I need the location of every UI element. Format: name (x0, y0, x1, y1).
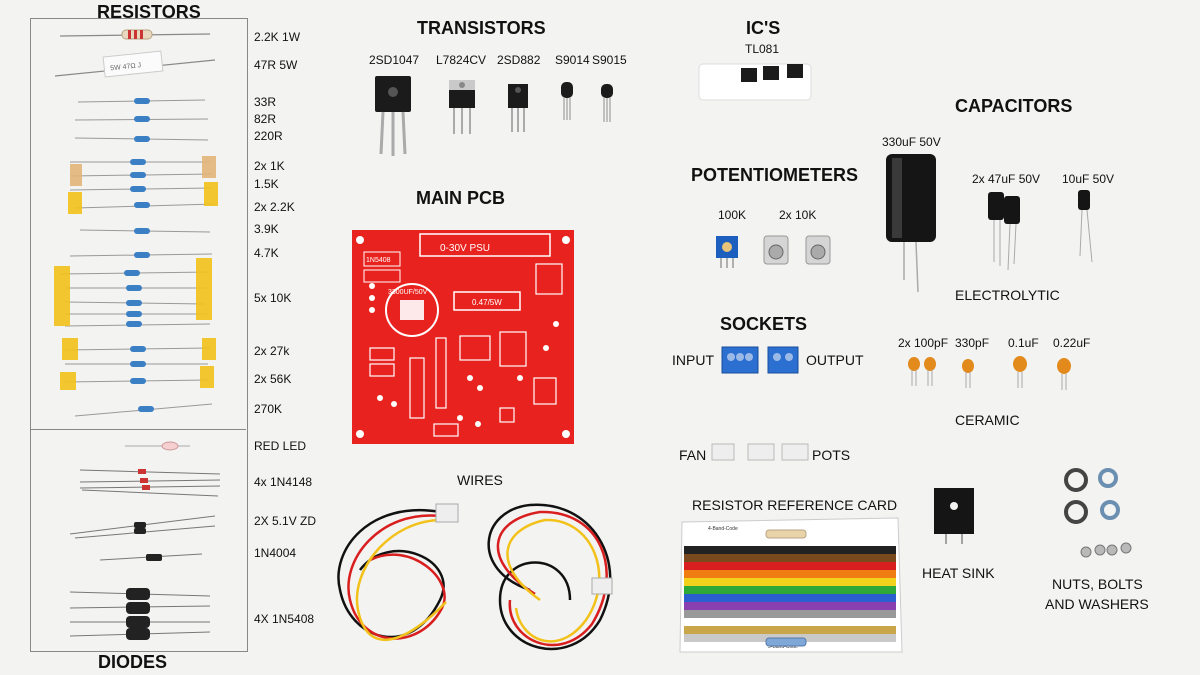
label-l7824cv: L7824CV (436, 53, 487, 67)
svg-text:4-Band-Code: 4-Band-Code (708, 526, 738, 532)
diodes-heading: DIODES (98, 652, 168, 672)
label-input: INPUT (672, 352, 714, 368)
label-fan: FAN (679, 447, 707, 463)
label-2x-2-2k: 2x 2.2K (254, 200, 295, 214)
ceramic-caption: CERAMIC (955, 412, 1020, 428)
label-output: OUTPUT (806, 352, 864, 368)
label-2-2k-1w: 2.2K 1W (254, 30, 301, 44)
label-270k: 270K (254, 402, 283, 416)
nuts-label-line2: AND WASHERS (1045, 596, 1149, 612)
label-zener: 2X 5.1V ZD (254, 514, 317, 528)
transistors-heading: TRANSISTORS (417, 18, 546, 38)
label-1n4148: 4x 1N4148 (254, 475, 313, 489)
ics-heading: IC'S (746, 18, 781, 38)
label-82r: 82R (254, 112, 277, 126)
nuts-bolts-washers-photo (1064, 468, 1132, 558)
main-pcb-photo: 0-30V PSU 3300UF/50V 0.47/5W 1N5408 (352, 230, 574, 444)
label-1-5k: 1.5K (254, 177, 279, 191)
svg-text:3300UF/50V: 3300UF/50V (388, 289, 428, 296)
label-0-1uf: 0.1uF (1008, 336, 1039, 350)
label-2x-27k: 2x 27k (254, 344, 290, 358)
label-47r-5w: 47R 5W (254, 58, 298, 72)
capacitors-heading: CAPACITORS (955, 96, 1073, 116)
label-4-7k: 4.7K (254, 246, 279, 260)
label-s9015: S9015 (592, 53, 627, 67)
label-red-led: RED LED (254, 439, 307, 453)
label-2x-10k: 2x 10K (779, 208, 817, 222)
label-s9014: S9014 (555, 53, 590, 67)
ref-card-heading: RESISTOR REFERENCE CARD (692, 497, 898, 513)
wires-heading: WIRES (457, 472, 503, 488)
label-2sd882: 2SD882 (497, 53, 541, 67)
label-33r: 33R (254, 95, 277, 109)
heat-sink-photo (934, 488, 974, 544)
label-2x-56k: 2x 56K (254, 372, 292, 386)
label-5x-10k: 5x 10K (254, 291, 292, 305)
resistors-photo: 5W 47Ω J (54, 29, 221, 640)
main-pcb-heading: MAIN PCB (416, 188, 505, 208)
wires-photo (337, 503, 613, 651)
label-tl081: TL081 (745, 42, 780, 56)
heat-sink-label: HEAT SINK (922, 565, 995, 581)
label-3-9k: 3.9K (254, 222, 279, 236)
label-330uf: 330uF 50V (882, 135, 941, 149)
svg-text:0-30V PSU: 0-30V PSU (440, 243, 490, 254)
label-220r: 220R (254, 129, 283, 143)
potentiometers-heading: POTENTIOMETERS (691, 165, 859, 185)
label-47uf: 2x 47uF 50V (972, 172, 1041, 186)
label-pots: POTS (812, 447, 851, 463)
ics-photo (698, 63, 812, 101)
svg-text:1N5408: 1N5408 (366, 257, 391, 264)
resistors-heading: RESISTORS (97, 2, 201, 22)
transistors-photo (375, 76, 613, 156)
electrolytic-caption: ELECTROLYTIC (955, 287, 1060, 303)
label-330pf: 330pF (955, 336, 990, 350)
potentiometers-photo (716, 235, 831, 268)
ceramic-capacitors-photo (908, 356, 1071, 390)
nuts-label-line1: NUTS, BOLTS (1052, 576, 1143, 592)
label-1n5408: 4X 1N5408 (254, 612, 315, 626)
label-0-22uf: 0.22uF (1053, 336, 1091, 350)
connectors-photo (711, 443, 809, 461)
label-1n4004: 1N4004 (254, 546, 297, 560)
resistors-diodes-panel (30, 18, 248, 652)
label-100pf: 2x 100pF (898, 336, 949, 350)
sockets-heading: SOCKETS (720, 314, 808, 334)
electrolytic-capacitors-photo (886, 154, 1093, 293)
svg-text:5-Band-Code: 5-Band-Code (768, 644, 798, 650)
svg-text:5W 47Ω J: 5W 47Ω J (110, 62, 141, 72)
resistor-reference-card: 4-Band-Code 5-Band-Code (679, 517, 903, 653)
label-10uf: 10uF 50V (1062, 172, 1115, 186)
sockets-photo (721, 346, 799, 374)
diodes-divider (30, 429, 246, 430)
label-100k: 100K (718, 208, 747, 222)
svg-text:0.47/5W: 0.47/5W (472, 298, 502, 307)
label-2sd1047: 2SD1047 (369, 53, 420, 67)
label-2x-1k: 2x 1K (254, 159, 285, 173)
